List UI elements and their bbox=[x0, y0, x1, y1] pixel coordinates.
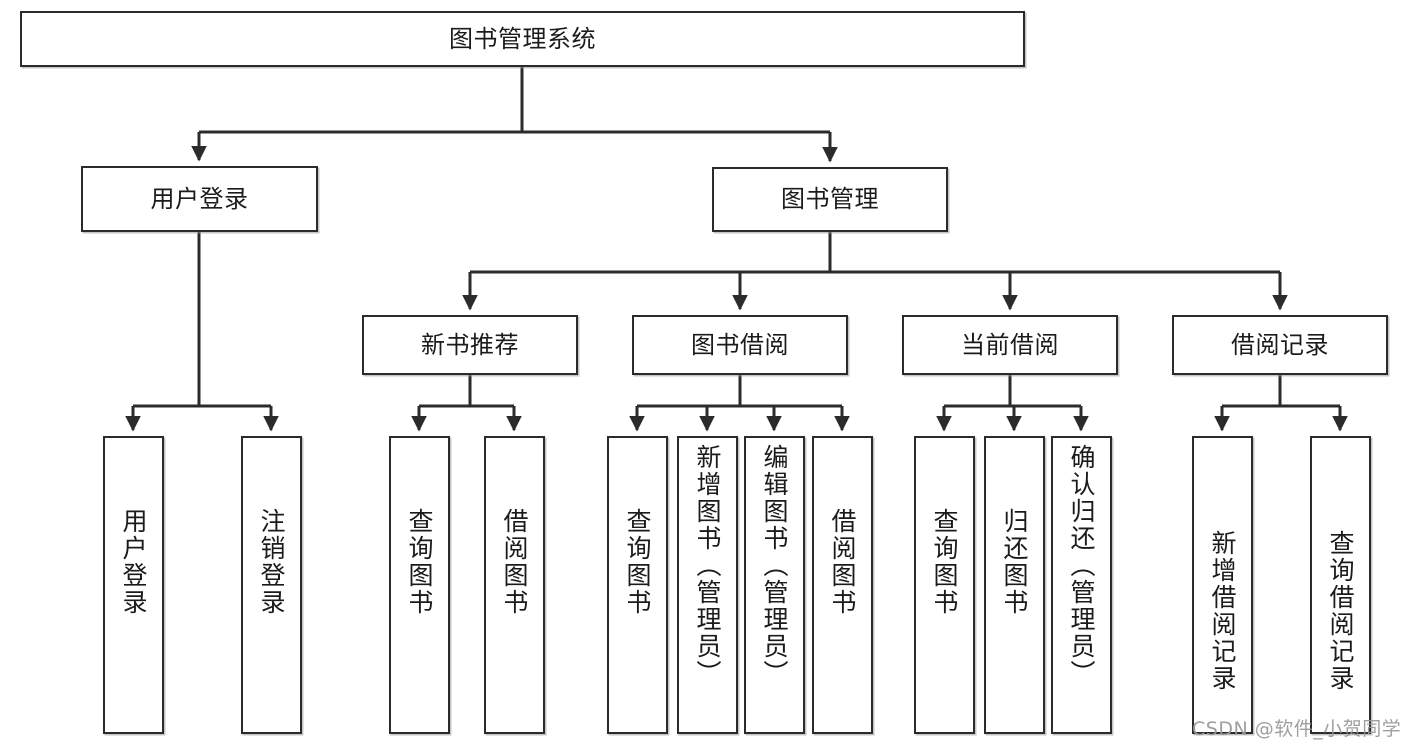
node-leaf-borrow-book-1-label: 借阅图书 bbox=[500, 508, 529, 616]
node-leaf-add-book[interactable]: 新增图书（管理员） bbox=[677, 436, 738, 734]
node-leaf-borrow-book-2[interactable]: 借阅图书 bbox=[812, 436, 873, 734]
node-current-borrow-label: 当前借阅 bbox=[961, 330, 1059, 359]
node-leaf-add-borrow-record[interactable]: 新增借阅记录 bbox=[1192, 436, 1253, 734]
node-leaf-borrow-book-2-label: 借阅图书 bbox=[828, 508, 857, 616]
node-leaf-user-logout-label: 注销登录 bbox=[257, 508, 286, 616]
node-leaf-query-book-2[interactable]: 查询图书 bbox=[607, 436, 668, 734]
node-leaf-query-book-2-label: 查询图书 bbox=[623, 508, 652, 616]
node-leaf-borrow-book-1[interactable]: 借阅图书 bbox=[484, 436, 545, 734]
node-root[interactable]: 图书管理系统 bbox=[20, 11, 1025, 67]
node-leaf-add-borrow-record-label: 新增借阅记录 bbox=[1208, 530, 1237, 692]
node-book-borrow[interactable]: 图书借阅 bbox=[632, 315, 848, 375]
node-leaf-add-book-label: 新增图书（管理员） bbox=[693, 444, 722, 687]
node-leaf-edit-book-label: 编辑图书（管理员） bbox=[760, 444, 789, 687]
node-user-login[interactable]: 用户登录 bbox=[81, 166, 318, 232]
node-root-label: 图书管理系统 bbox=[449, 24, 596, 53]
node-book-manage-label: 图书管理 bbox=[781, 185, 879, 214]
node-user-login-label: 用户登录 bbox=[150, 184, 249, 213]
node-leaf-confirm-return-label: 确认归还（管理员） bbox=[1067, 444, 1096, 687]
node-leaf-return-book-label: 归还图书 bbox=[1000, 508, 1029, 616]
node-leaf-query-book-3-label: 查询图书 bbox=[930, 508, 959, 616]
node-borrow-record[interactable]: 借阅记录 bbox=[1172, 315, 1388, 375]
node-new-book-recommend-label: 新书推荐 bbox=[421, 330, 519, 359]
node-leaf-query-book-1[interactable]: 查询图书 bbox=[389, 436, 450, 734]
node-borrow-record-label: 借阅记录 bbox=[1231, 330, 1329, 359]
node-leaf-return-book[interactable]: 归还图书 bbox=[984, 436, 1045, 734]
node-leaf-confirm-return[interactable]: 确认归还（管理员） bbox=[1051, 436, 1112, 734]
node-leaf-query-borrow-record[interactable]: 查询借阅记录 bbox=[1310, 436, 1371, 734]
node-leaf-edit-book[interactable]: 编辑图书（管理员） bbox=[744, 436, 805, 734]
node-leaf-user-login-label: 用户登录 bbox=[119, 508, 148, 616]
node-new-book-recommend[interactable]: 新书推荐 bbox=[362, 315, 578, 375]
node-book-borrow-label: 图书借阅 bbox=[691, 330, 789, 359]
node-leaf-user-logout[interactable]: 注销登录 bbox=[241, 436, 302, 734]
node-book-manage[interactable]: 图书管理 bbox=[712, 167, 948, 232]
node-leaf-query-book-3[interactable]: 查询图书 bbox=[914, 436, 975, 734]
node-leaf-query-book-1-label: 查询图书 bbox=[405, 508, 434, 616]
node-leaf-query-borrow-record-label: 查询借阅记录 bbox=[1326, 530, 1355, 692]
node-current-borrow[interactable]: 当前借阅 bbox=[902, 315, 1118, 375]
csdn-watermark: CSDN @软件_小贺同学 bbox=[1192, 718, 1402, 740]
node-leaf-user-login[interactable]: 用户登录 bbox=[103, 436, 164, 734]
